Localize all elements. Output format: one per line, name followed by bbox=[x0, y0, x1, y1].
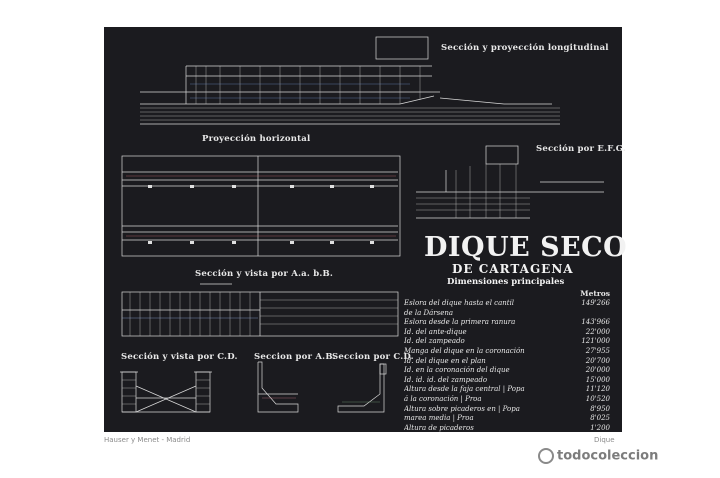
table-row: Altura sobre picaderos en | Popa 8'950 bbox=[404, 405, 614, 415]
label-section-efg: Sección por E.F.G. bbox=[536, 144, 627, 154]
table-row: Eslora del dique hasta el cantil 149'266 bbox=[404, 299, 614, 309]
label-section-ab: Seccion por A.B. bbox=[254, 352, 336, 362]
dimension-label: Altura desde la faja central | Popa bbox=[404, 385, 525, 394]
table-row: marea media | Proa 8'025 bbox=[404, 414, 614, 424]
dimension-label: marea media | Proa bbox=[404, 414, 474, 423]
label-horizontal-projection: Proyección horizontal bbox=[202, 134, 311, 144]
table-row: Id. del ante-dique 22'000 bbox=[404, 328, 614, 338]
table-row: Altura desde la faja central | Popa 11'12… bbox=[404, 385, 614, 395]
table-row: Manga del dique en la coronación 27'955 bbox=[404, 347, 614, 357]
dimension-label: Id. del zampeado bbox=[404, 337, 465, 346]
footer-left-caption: Hauser y Menet - Madrid bbox=[104, 436, 191, 444]
dimension-value: 10'520 bbox=[585, 395, 610, 403]
dimension-label: Id. del dique en el plan bbox=[404, 356, 486, 365]
label-section-aabb: Sección y vista por A.a. b.B. bbox=[195, 269, 334, 279]
dimension-value: 20'000 bbox=[585, 366, 610, 375]
table-header: Metros bbox=[404, 289, 614, 299]
dimension-value: 8'025 bbox=[590, 414, 610, 423]
watermark-logo-icon bbox=[538, 448, 554, 464]
dimension-label: á la coronación | Proa bbox=[404, 395, 482, 403]
dimension-value: 149'266 bbox=[581, 299, 610, 307]
dimension-value: 143'966 bbox=[581, 318, 610, 327]
watermark-text: todocoleccion bbox=[557, 448, 659, 464]
watermark: todocoleccion bbox=[538, 448, 658, 464]
dimension-value: 121'000 bbox=[581, 337, 610, 346]
table-row: Id. id. id. del zampeado 15'000 bbox=[404, 376, 614, 386]
dimension-label: Altura sobre picaderos en | Popa bbox=[404, 404, 520, 413]
dimension-label: Altura de picaderos bbox=[404, 423, 474, 432]
table-row: Altura de picaderos 1'200 bbox=[404, 424, 614, 434]
dimension-value: 27'955 bbox=[585, 347, 610, 355]
dimension-value: 15'000 bbox=[585, 375, 610, 384]
table-row: de la Dársena bbox=[404, 309, 614, 319]
dimension-value: 22'000 bbox=[585, 327, 610, 336]
label-longitudinal-section: Sección y proyección longitudinal bbox=[441, 43, 609, 53]
unit-header: Metros bbox=[580, 289, 610, 298]
table-row: á la coronación | Proa 10'520 bbox=[404, 395, 614, 405]
dimension-label: Id. id. id. del zampeado bbox=[404, 375, 488, 384]
dimension-value: 11'120 bbox=[585, 385, 610, 394]
dimension-label: Id. en la coronación del dique bbox=[404, 366, 510, 375]
plate-title: DIQUE SECO bbox=[424, 232, 628, 263]
label-section-cd: Seccion por C.D. bbox=[332, 352, 414, 362]
dimension-label: Eslora del dique hasta el cantil bbox=[404, 299, 515, 307]
footer-right-caption: Dique bbox=[594, 436, 615, 444]
dimension-label: Eslora desde la primera ranura bbox=[404, 318, 516, 327]
dimensions-heading: Dimensiones principales bbox=[447, 277, 565, 287]
plate-subtitle: DE CARTAGENA bbox=[452, 262, 574, 276]
table-row: Id. del zampeado 121'000 bbox=[404, 337, 614, 347]
table-row: Id. en la coronación del dique 20'000 bbox=[404, 366, 614, 376]
dimension-label: Id. del ante-dique bbox=[404, 327, 467, 336]
dimension-value: 20'700 bbox=[585, 356, 610, 365]
table-row: Id. del dique en el plan 20'700 bbox=[404, 357, 614, 367]
dimension-value: 8'950 bbox=[590, 404, 610, 413]
dimension-label: de la Dársena bbox=[404, 308, 454, 317]
table-row: Eslora desde la primera ranura 143'966 bbox=[404, 318, 614, 328]
blueprint-plate bbox=[104, 27, 622, 432]
dimension-value: 1'200 bbox=[590, 423, 610, 432]
label-section-view-cd: Sección y vista por C.D. bbox=[121, 352, 238, 362]
dimension-label: Manga del dique en la coronación bbox=[404, 347, 525, 355]
